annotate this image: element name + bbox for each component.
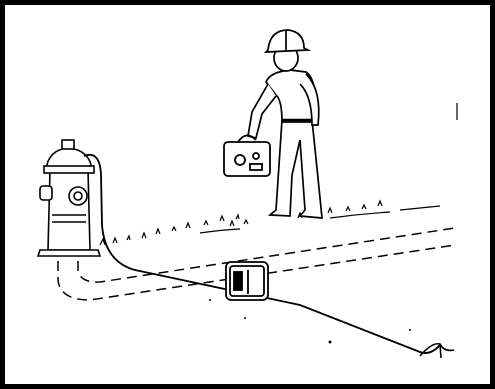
transmitter-box <box>226 262 268 300</box>
receiver-case <box>224 135 270 176</box>
